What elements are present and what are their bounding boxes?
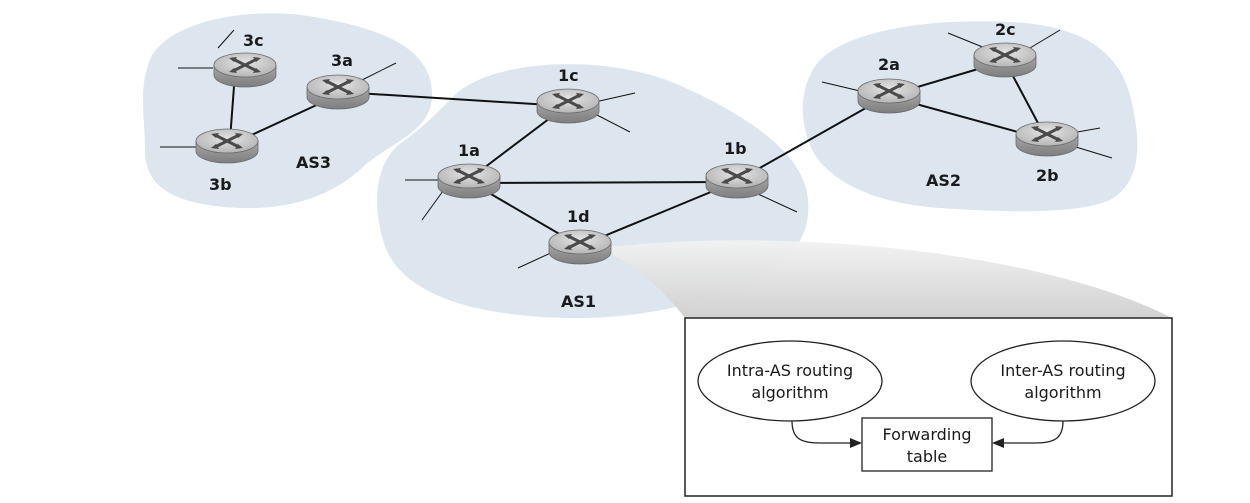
forwarding-line2: table bbox=[907, 447, 948, 466]
label-2a: 2a bbox=[878, 55, 900, 74]
intra-as-line2: algorithm bbox=[751, 383, 828, 402]
label-3a: 3a bbox=[331, 51, 353, 70]
forwarding-table-box bbox=[861, 417, 993, 472]
router-2c bbox=[972, 41, 1038, 79]
intra-to-forwarding-arrow bbox=[791, 420, 851, 444]
router-2b bbox=[1014, 120, 1080, 158]
inter-to-forwarding-arrow bbox=[1003, 420, 1064, 444]
router-1a bbox=[436, 162, 502, 200]
intra-as-line1: Intra-AS routing bbox=[727, 361, 853, 380]
label-2b: 2b bbox=[1036, 166, 1059, 185]
label-1d: 1d bbox=[567, 207, 590, 226]
as2-label: AS2 bbox=[926, 171, 961, 190]
router-1b bbox=[704, 162, 770, 200]
as1-label: AS1 bbox=[561, 292, 596, 311]
label-3c: 3c bbox=[243, 31, 264, 50]
label-3b: 3b bbox=[209, 175, 232, 194]
label-1a: 1a bbox=[458, 141, 480, 160]
router-2a bbox=[856, 77, 922, 115]
intra-arrowhead bbox=[850, 438, 862, 448]
label-1b: 1b bbox=[724, 139, 747, 158]
forwarding-line1: Forwarding bbox=[882, 425, 971, 444]
intra-as-ellipse bbox=[697, 340, 883, 422]
zoom-wedge bbox=[600, 240, 1172, 318]
as2-region bbox=[802, 21, 1138, 212]
inter-arrowhead bbox=[992, 438, 1004, 448]
router-1c bbox=[535, 87, 601, 125]
router-1d bbox=[547, 228, 613, 266]
stub-links bbox=[160, 29, 1113, 269]
inter-as-ellipse bbox=[970, 340, 1156, 422]
inter-as-line1: Inter-AS routing bbox=[1000, 361, 1125, 380]
as3-label: AS3 bbox=[296, 153, 331, 172]
inter-as-line2: algorithm bbox=[1024, 383, 1101, 402]
router-3a bbox=[305, 73, 371, 111]
label-2c: 2c bbox=[995, 20, 1016, 39]
router-3b bbox=[194, 127, 260, 165]
label-1c: 1c bbox=[558, 66, 579, 85]
router-3c bbox=[212, 51, 278, 89]
